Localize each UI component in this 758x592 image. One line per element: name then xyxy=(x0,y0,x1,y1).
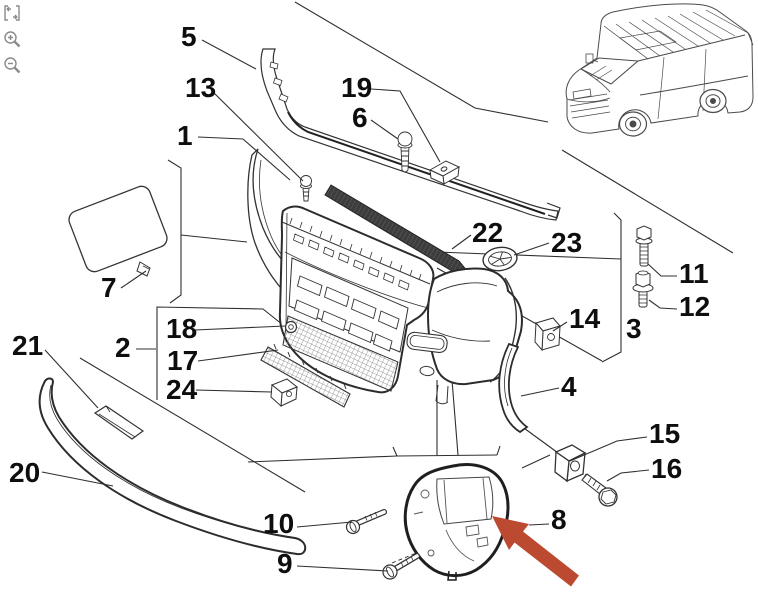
part-5-cowl-trim[interactable] xyxy=(260,48,561,221)
callout-13[interactable]: 13 xyxy=(185,72,216,103)
callout-15-leader xyxy=(569,436,648,462)
part-6-screw[interactable] xyxy=(397,131,413,173)
grille-slots xyxy=(293,275,400,352)
callout-6-leader xyxy=(370,119,399,140)
callout-18-leader xyxy=(194,325,286,331)
callout-19[interactable]: 19 xyxy=(341,72,372,103)
callout-11-leader xyxy=(647,263,677,277)
callout-9-leader xyxy=(296,565,389,572)
callout-20-leader xyxy=(41,471,114,487)
callout-4-leader xyxy=(520,387,560,397)
callout-2[interactable]: 2 xyxy=(115,332,131,363)
part-13-screw[interactable] xyxy=(300,175,312,202)
second-vent-row xyxy=(293,233,410,291)
callout-1[interactable]: 1 xyxy=(177,120,193,151)
van-windshield xyxy=(579,57,640,85)
callout-8-leader xyxy=(528,523,550,526)
bracket-part2 xyxy=(156,306,284,400)
fit-view-icon[interactable] xyxy=(2,2,24,24)
callout-24-leader xyxy=(195,389,273,393)
van-grille xyxy=(568,93,611,119)
part-24-clip[interactable] xyxy=(270,378,298,408)
bracket-part3 xyxy=(601,212,622,363)
highlight-arrow xyxy=(492,516,579,587)
callout-13-leader xyxy=(210,89,304,182)
van-beltline xyxy=(637,34,749,96)
lower-mesh-band xyxy=(282,315,399,392)
callout-19-leader xyxy=(370,88,441,163)
callout-14[interactable]: 14 xyxy=(569,303,601,334)
callout-23[interactable]: 23 xyxy=(551,227,582,258)
part-14-clip[interactable] xyxy=(534,317,561,352)
callout-5-leader xyxy=(201,39,257,70)
callout-12-leader xyxy=(648,299,678,310)
fog-lamp-recess xyxy=(406,331,448,354)
part-21-spoiler-insert[interactable] xyxy=(93,405,145,440)
callout-22-leader xyxy=(451,234,472,250)
callout-9[interactable]: 9 xyxy=(277,548,293,579)
part-7-cover-plate[interactable] xyxy=(66,184,169,277)
van-pointer-line-1 xyxy=(294,1,549,123)
van-pointer-line-2 xyxy=(561,149,734,254)
callout-24[interactable]: 24 xyxy=(166,374,198,405)
callout-17[interactable]: 17 xyxy=(167,345,198,376)
callout-21[interactable]: 21 xyxy=(12,330,43,361)
part-16-hex-bolt[interactable] xyxy=(581,473,618,507)
zoom-in-icon[interactable] xyxy=(2,28,24,50)
callout-4[interactable]: 4 xyxy=(561,371,577,402)
callout-17-leader xyxy=(197,349,279,362)
part-11-bolt[interactable] xyxy=(635,225,653,267)
callout-5[interactable]: 5 xyxy=(181,21,197,52)
vehicle-thumbnail xyxy=(565,3,754,137)
part-15-cage-nut[interactable] xyxy=(554,444,587,483)
callout-10-leader xyxy=(296,521,353,528)
callout-15[interactable]: 15 xyxy=(649,418,680,449)
callout-1-leader xyxy=(197,136,291,181)
callout-16-leader xyxy=(606,469,650,482)
callout-21-leader xyxy=(44,349,99,409)
callout-7[interactable]: 7 xyxy=(101,272,117,303)
callout-22[interactable]: 22 xyxy=(472,217,503,248)
upper-vent-ticks xyxy=(289,217,422,281)
callout-3[interactable]: 3 xyxy=(626,313,642,344)
callout-16[interactable]: 16 xyxy=(651,453,682,484)
callout-18[interactable]: 18 xyxy=(166,313,197,344)
part-17-lower-grille[interactable] xyxy=(260,343,351,408)
part-9-screw[interactable] xyxy=(382,553,420,580)
zoom-out-icon[interactable] xyxy=(2,54,24,76)
callout-6[interactable]: 6 xyxy=(352,102,368,133)
part-19-bracket[interactable] xyxy=(428,160,461,185)
part-18-nut[interactable] xyxy=(284,320,298,334)
callout-11[interactable]: 11 xyxy=(679,258,709,289)
callout-12[interactable]: 12 xyxy=(679,291,710,322)
part-4-arch-trim[interactable] xyxy=(498,342,529,434)
viewer-toolbar xyxy=(2,2,26,76)
part-12-flanged-bolt[interactable] xyxy=(632,270,654,308)
callout-7-leader xyxy=(120,270,147,289)
callout-20[interactable]: 20 xyxy=(9,457,40,488)
bracket-part1 xyxy=(167,159,182,304)
part-20-spoiler[interactable] xyxy=(38,377,307,556)
part-10-screw[interactable] xyxy=(345,509,387,535)
callout-14-leader xyxy=(552,321,568,332)
callout-23-leader xyxy=(513,242,550,256)
part-3-bumper-corner[interactable] xyxy=(406,267,523,405)
callout-10[interactable]: 10 xyxy=(263,508,294,539)
part-23-emblem[interactable] xyxy=(482,245,519,273)
part-8-fog-lamp-housing[interactable] xyxy=(403,463,510,581)
callout-8[interactable]: 8 xyxy=(551,504,567,535)
part-2-bumper-centre[interactable] xyxy=(278,205,435,394)
